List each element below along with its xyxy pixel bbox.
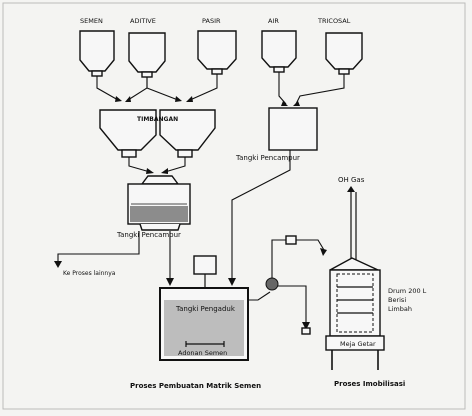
pipes-to-timbangan [96,74,218,102]
hopper-pasir-outlet [211,68,223,75]
tangki-pencampur-top-label: Tangki Pencampur [235,154,300,162]
meja-getar [325,335,385,351]
caption-proses-pembuatan: Proses Pembuatan Matrik Semen [130,382,261,390]
drum-label-line2: Berisi [388,296,406,304]
hopper-air-outlet [273,66,285,73]
tangki-pencampur-mixer: Tangki Pencampur [54,175,191,286]
pump [265,277,279,291]
timbangan-label: TIMBANGAN [137,116,178,123]
mixer-content [130,206,188,222]
hopper-aditive-outlet [141,71,153,78]
diagram-border [2,2,466,410]
hopper-air-body [261,30,297,68]
hopper-tricosal-body [325,32,363,70]
mixer-cap [140,175,180,185]
hopper-aditive-body [128,32,166,73]
hopper-pasir-body [197,30,237,70]
hopper-semen-outlet [91,70,103,77]
drum-assembly: OH Gas Meja Getar Drum 200 L Berisi Limb… [325,176,427,370]
hopper-tricosal: TRICOSAL [317,17,363,75]
hopper-aditive: ADITIVE [128,17,166,78]
hopper-semen-label: SEMEN [80,17,103,25]
tangki-pencampur-top: Tangki Pencampur [228,107,318,286]
hopper-semen: SEMEN [79,17,115,77]
ke-proses-lainnya-label: Ke Proses lainnya [63,270,116,277]
oh-gas-label: OH Gas [338,176,365,184]
hopper-semen-body [79,30,115,72]
drum-label-line1: Drum 200 L [388,287,427,295]
pipes-to-tangki-top [278,72,345,106]
timbangan: TIMBANGAN [99,109,216,158]
tangki-pencampur-top-body [268,107,318,151]
hopper-pasir-label: PASIR [202,17,221,25]
drum-label-line3: Limbah [388,305,412,313]
hopper-tricosal-outlet [338,68,350,75]
meja-getar-label: Meja Getar [340,340,376,348]
drum-lid [329,257,379,271]
tangki-pencampur-mixer-label: Tangki Pencampur [116,231,181,239]
drum-body [329,269,381,337]
adonan-semen-label: Adonan Semen [178,349,227,357]
hopper-aditive-label: ADITIVE [130,17,156,25]
caption-proses-imobilisasi: Proses Imobilisasi [334,380,405,388]
motor [193,255,217,275]
pipes-timbangan-to-mixer [128,157,186,174]
tangki-pengaduk-label: Tangki Pengaduk [175,305,236,313]
hopper-air: AIR [261,17,297,73]
hopper-tricosal-label: TRICOSAL [317,17,351,25]
hopper-air-label: AIR [268,17,279,25]
pump-line [265,235,327,335]
hopper-pasir: PASIR [197,17,237,75]
timbangan-right [159,109,216,151]
tangki-pengaduk: Tangki Pengaduk Adonan Semen [159,255,271,361]
timbangan-left [99,109,157,151]
